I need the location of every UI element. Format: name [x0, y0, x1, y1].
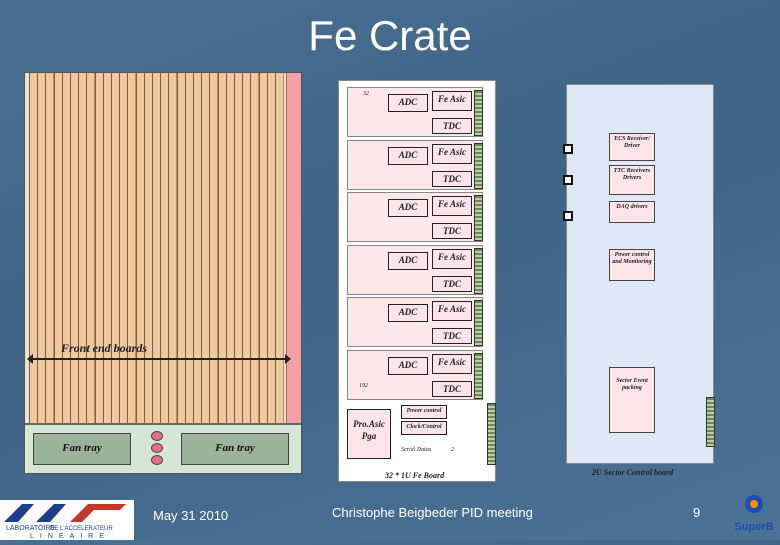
slot-connector: [474, 90, 483, 136]
superb-logo: SuperB: [732, 490, 776, 538]
port-daq: [563, 211, 573, 221]
adc-box: ADC: [388, 146, 428, 165]
tdc-box: TDC: [432, 118, 472, 134]
slot-connector: [474, 352, 483, 399]
svg-text:LABORATOIRE: LABORATOIRE: [6, 525, 55, 532]
fan-tray-left: Fan tray: [33, 433, 131, 465]
tdc-box: TDC: [432, 275, 472, 292]
svg-text:DE L'ACCELERATEUR: DE L'ACCELERATEUR: [50, 526, 113, 532]
tdc-box: TDC: [432, 170, 472, 187]
fe-asic-box: Fe Asic: [432, 196, 472, 216]
adc-box: ADC: [388, 356, 428, 375]
fe-asic-box: Fe Asic: [432, 248, 472, 269]
slot-connector: [474, 195, 483, 241]
fe-asic-box: Fe Asic: [432, 353, 472, 374]
adc-box: ADC: [388, 94, 428, 112]
footer-date: May 31 2010: [153, 508, 229, 523]
lal-logo: LABORATOIRE DE L'ACCELERATEUR LINEAIRE: [0, 500, 134, 540]
boards-span-arrow: [27, 354, 291, 364]
input-count-bottom: 192: [359, 383, 368, 389]
input-count-top: 32: [363, 91, 369, 97]
port-ecs: [563, 144, 573, 154]
power-monitoring-box: Power control and Monitoring: [609, 249, 655, 281]
page-number: 9: [693, 505, 701, 520]
fe-board-caption: 32 * 1U Fe Board: [385, 471, 445, 480]
tdc-box: TDC: [432, 380, 472, 397]
adc-box: ADC: [388, 304, 428, 322]
slot-connector: [474, 300, 483, 346]
power-control-box: Power control: [401, 405, 447, 419]
backplane-connector: [487, 403, 496, 465]
ttc-box: TTC Receivers Drivers: [609, 165, 655, 195]
svg-text:LINEAIRE: LINEAIRE: [30, 533, 110, 540]
serial-datas-label: Serial Datas: [401, 447, 432, 453]
front-end-boards-label: Front end boards: [61, 341, 148, 355]
daq-box: DAQ drivers: [609, 201, 655, 223]
slot-connector: [474, 247, 483, 294]
tdc-box: TDC: [432, 328, 472, 344]
fan-bay: Fan tray Fan tray: [25, 423, 301, 473]
indicator-led: [151, 455, 163, 465]
svg-text:SuperB: SuperB: [734, 521, 773, 533]
port-ttc: [563, 175, 573, 185]
fe-asic-box: Fe Asic: [432, 91, 472, 111]
crate-side-panel: [286, 73, 301, 425]
serial-count: 2: [451, 447, 454, 453]
fe-asic-box: Fe Asic: [432, 143, 472, 164]
clock-control-box: Clock/Control: [401, 421, 447, 435]
sector-connector: [706, 397, 715, 447]
slide-title: Fe Crate: [308, 12, 472, 59]
indicator-led: [151, 443, 163, 453]
sector-board-caption: 2U Sector Control board: [592, 468, 674, 477]
ecs-box: ECS Receiver/ Driver: [609, 133, 655, 161]
crate-drawing: Front end boards Fan tray Fan tray: [24, 72, 302, 474]
fe-asic-box: Fe Asic: [432, 301, 472, 321]
front-end-board: [275, 73, 284, 425]
slot-connector: [474, 142, 483, 189]
event-packing-box: Sector Event packing: [609, 367, 655, 433]
sector-control-board: ECS Receiver/ Driver TTC Receivers Drive…: [563, 84, 715, 464]
footer-meeting: Christophe Beigbeder PID meeting: [332, 505, 533, 520]
indicator-led: [151, 431, 163, 441]
adc-box: ADC: [388, 199, 428, 217]
adc-box: ADC: [388, 251, 428, 270]
fan-tray-right: Fan tray: [181, 433, 289, 465]
tdc-box: TDC: [432, 223, 472, 239]
